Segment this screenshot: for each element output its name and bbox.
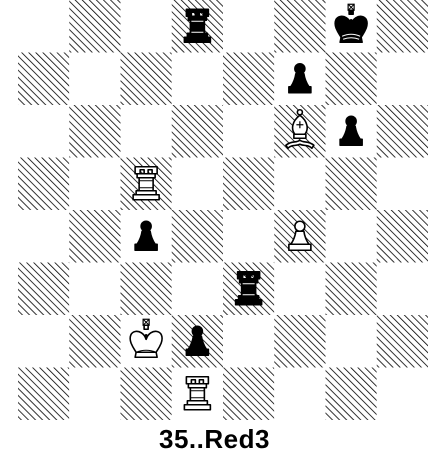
square-b8[interactable] xyxy=(69,0,120,53)
square-h1[interactable] xyxy=(377,368,428,421)
square-b2[interactable] xyxy=(69,315,120,368)
square-a1[interactable] xyxy=(18,368,69,421)
square-f5[interactable] xyxy=(274,158,325,211)
square-b7[interactable] xyxy=(69,53,120,106)
chess-board xyxy=(18,0,428,420)
square-a2[interactable] xyxy=(18,315,69,368)
chess-board-container xyxy=(18,0,428,420)
square-a4[interactable] xyxy=(18,210,69,263)
square-g3[interactable] xyxy=(326,263,377,316)
square-h3[interactable] xyxy=(377,263,428,316)
square-e8[interactable] xyxy=(223,0,274,53)
square-g4[interactable] xyxy=(326,210,377,263)
square-c1[interactable] xyxy=(121,368,172,421)
square-b5[interactable] xyxy=(69,158,120,211)
square-h8[interactable] xyxy=(377,0,428,53)
square-c8[interactable] xyxy=(121,0,172,53)
square-g1[interactable] xyxy=(326,368,377,421)
square-e4[interactable] xyxy=(223,210,274,263)
square-f3[interactable] xyxy=(274,263,325,316)
square-c7[interactable] xyxy=(121,53,172,106)
move-caption: 35..Red3 xyxy=(0,424,429,455)
square-a8[interactable] xyxy=(18,0,69,53)
square-h6[interactable] xyxy=(377,105,428,158)
square-h2[interactable] xyxy=(377,315,428,368)
square-h5[interactable] xyxy=(377,158,428,211)
square-e2[interactable] xyxy=(223,315,274,368)
square-c6[interactable] xyxy=(121,105,172,158)
square-a6[interactable] xyxy=(18,105,69,158)
square-a7[interactable] xyxy=(18,53,69,106)
square-g2[interactable] xyxy=(326,315,377,368)
square-e5[interactable] xyxy=(223,158,274,211)
square-e6[interactable] xyxy=(223,105,274,158)
square-f1[interactable] xyxy=(274,368,325,421)
square-b3[interactable] xyxy=(69,263,120,316)
square-g5[interactable] xyxy=(326,158,377,211)
square-b6[interactable] xyxy=(69,105,120,158)
square-b1[interactable] xyxy=(69,368,120,421)
square-h4[interactable] xyxy=(377,210,428,263)
square-d6[interactable] xyxy=(172,105,223,158)
square-d3[interactable] xyxy=(172,263,223,316)
square-g7[interactable] xyxy=(326,53,377,106)
square-a3[interactable] xyxy=(18,263,69,316)
square-d5[interactable] xyxy=(172,158,223,211)
square-f2[interactable] xyxy=(274,315,325,368)
square-f8[interactable] xyxy=(274,0,325,53)
square-d4[interactable] xyxy=(172,210,223,263)
square-e7[interactable] xyxy=(223,53,274,106)
square-d7[interactable] xyxy=(172,53,223,106)
square-h7[interactable] xyxy=(377,53,428,106)
square-e1[interactable] xyxy=(223,368,274,421)
square-a5[interactable] xyxy=(18,158,69,211)
square-c3[interactable] xyxy=(121,263,172,316)
square-b4[interactable] xyxy=(69,210,120,263)
